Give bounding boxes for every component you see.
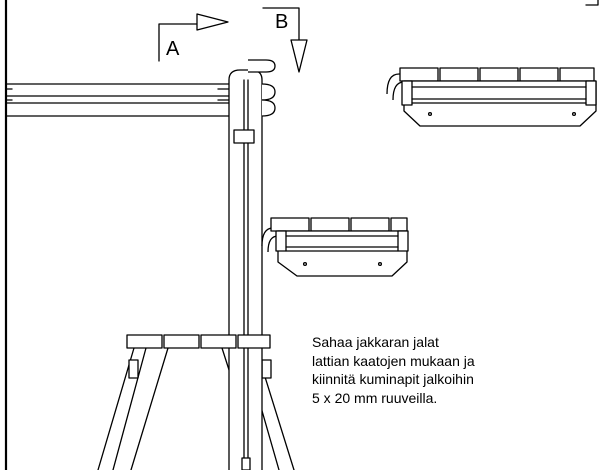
view-label-b: B [275, 11, 288, 33]
wall-seat-middle [262, 218, 408, 276]
corner-fragment [586, 0, 598, 5]
wall-seat-top [387, 68, 596, 126]
horizontal-rail [7, 84, 231, 116]
note-line: kiinnitä kuminapit jalkoihin [312, 371, 474, 387]
post-label-plate [234, 130, 254, 143]
view-arrow-b: B [263, 8, 307, 72]
view-arrow-a: A [159, 14, 228, 61]
note-line: lattian kaatojen mukaan ja [312, 352, 475, 369]
note-line: 5 x 20 mm ruuveilla. [312, 389, 438, 406]
instruction-note: Sahaa jakkaran jalat lattian kaatojen mu… [312, 333, 582, 407]
vertical-post [229, 70, 262, 470]
note-line: Sahaa jakkaran jalat [312, 334, 439, 350]
post-roller-brackets [248, 60, 275, 116]
stool-leg-left [98, 348, 146, 470]
view-label-a: A [166, 38, 180, 60]
stool-seat [127, 335, 270, 348]
